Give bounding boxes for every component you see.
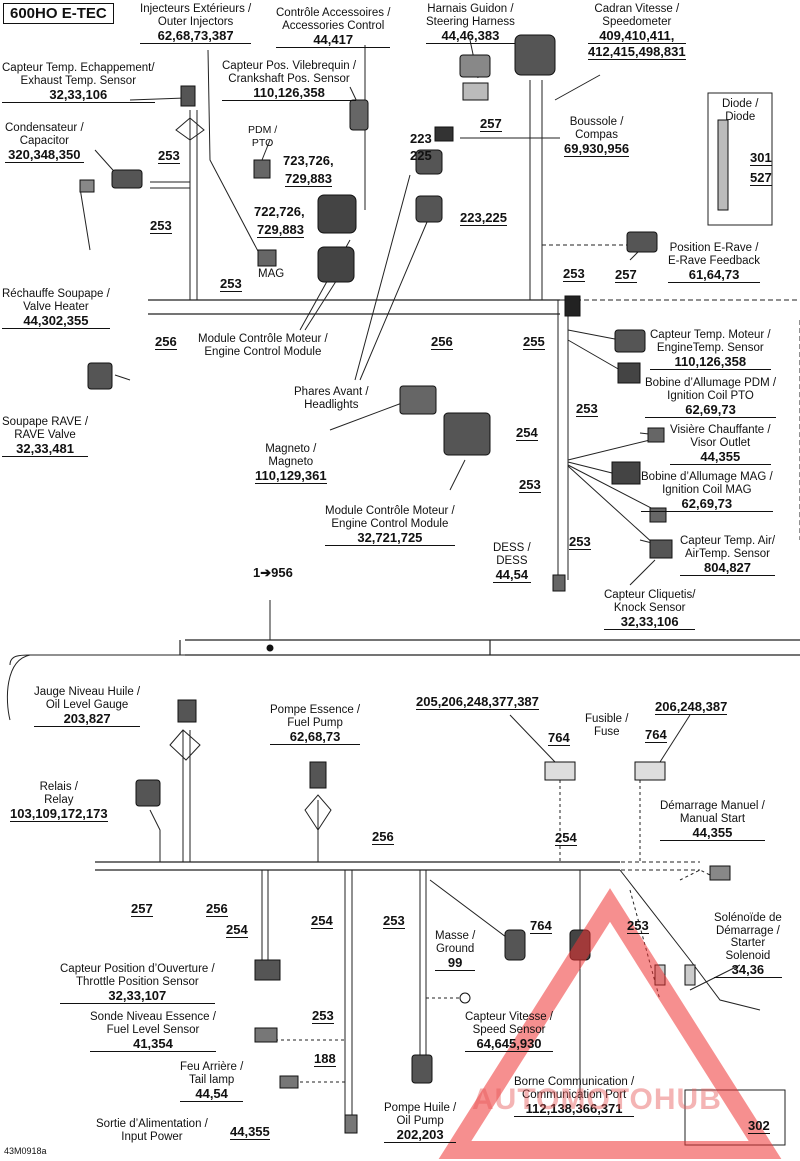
fuse-refs-right: 206,248,387 — [655, 699, 728, 715]
ecm-main-label: Module Contrôle Moteur /Engine Control M… — [325, 505, 455, 546]
exhaust-sensor-label: Capteur Temp. Echappement/Exhaust Temp. … — [2, 62, 155, 103]
harness-ref: 253 — [519, 477, 541, 493]
drawing-code: 43M0918a — [4, 1146, 47, 1156]
continuation-ref: 1➔956 — [253, 565, 293, 580]
coil-pto-label: Bobine d’Allumage PDM /Ignition Coil PTO… — [645, 377, 777, 418]
harness-ref: 254 — [516, 425, 538, 441]
fuse-id-b: 764 — [645, 727, 667, 743]
fuse-label: Fusible /Fuse — [585, 713, 629, 738]
watermark-logo: AUTOMOTOHUB — [472, 1083, 722, 1116]
harness-ref: 257 — [131, 901, 153, 917]
ecm-connector-ref-d: 729,883 — [257, 222, 304, 238]
harness-ref: 253 — [563, 266, 585, 282]
harness-ref: 253 — [569, 534, 591, 550]
harness-ref: 253 — [220, 276, 242, 292]
harness-ref: 255 — [523, 334, 545, 350]
diode-ref-b: 527 — [750, 170, 772, 186]
input-power-ref: 44,355 — [230, 1124, 270, 1140]
fuse-refs-left: 205,206,248,377,387 — [416, 694, 539, 710]
harness-ref: 256 — [372, 829, 394, 845]
mag-label: MAG — [258, 268, 285, 280]
pdm-label: PDM /PTO — [248, 124, 278, 149]
headlights-label: Phares Avant /Headlights — [294, 386, 369, 411]
harness-ref: 253 — [576, 401, 598, 417]
coil-mag-label: Bobine d’Allumage MAG /Ignition Coil MAG… — [641, 471, 773, 512]
harness-ref: 254 — [226, 922, 248, 938]
ecm-connector-ref-b: 729,883 — [285, 171, 332, 187]
harness-ref: 253 — [627, 918, 649, 934]
headlight-ref-a: 223 — [410, 131, 432, 146]
diode-ref-a: 301 — [750, 150, 772, 166]
headlight-ref-c: 223,225 — [460, 210, 507, 226]
harness-ref: 256 — [431, 334, 453, 350]
harness-ref: 256 — [155, 334, 177, 350]
accessories-control-label: Contrôle Accessoires /Accessories Contro… — [276, 7, 391, 48]
input-power-label: Sortie d’Alimentation /Input Power — [96, 1118, 208, 1143]
diode-label: Diode /Diode — [722, 98, 759, 123]
ecm-label: Module Contrôle Moteur /Engine Control M… — [198, 333, 328, 358]
ecm-connector-ref-a: 723,726, — [283, 153, 334, 168]
harness-ref: 254 — [555, 830, 577, 846]
crankshaft-sensor-label: Capteur Pos. Vilebrequin /Crankshaft Pos… — [222, 60, 357, 101]
harness-ref: 257 — [615, 267, 637, 283]
ecm-connector-ref-c: 722,726, — [254, 204, 305, 219]
tps-label: Capteur Position d’Ouverture /Throttle P… — [60, 963, 215, 1004]
engine-temp-label: Capteur Temp. Moteur /EngineTemp. Sensor… — [650, 329, 771, 370]
harness-ref: 253 — [383, 913, 405, 929]
headlight-ref-b: 225 — [410, 148, 432, 163]
starter-box-ref: 302 — [748, 1118, 770, 1134]
harness-ref: 256 — [206, 901, 228, 917]
speed-sensor-id: 764 — [530, 918, 552, 934]
harness-ref: 253 — [158, 148, 180, 164]
page-title: 600HO E-TEC — [3, 3, 114, 24]
harness-ref: 253 — [150, 218, 172, 234]
harness-ref: 254 — [311, 913, 333, 929]
harness-ref: 253 — [312, 1008, 334, 1024]
harness-ref: 257 — [480, 116, 502, 132]
harness-ref: 188 — [314, 1051, 336, 1067]
fuse-id-a: 764 — [548, 730, 570, 746]
